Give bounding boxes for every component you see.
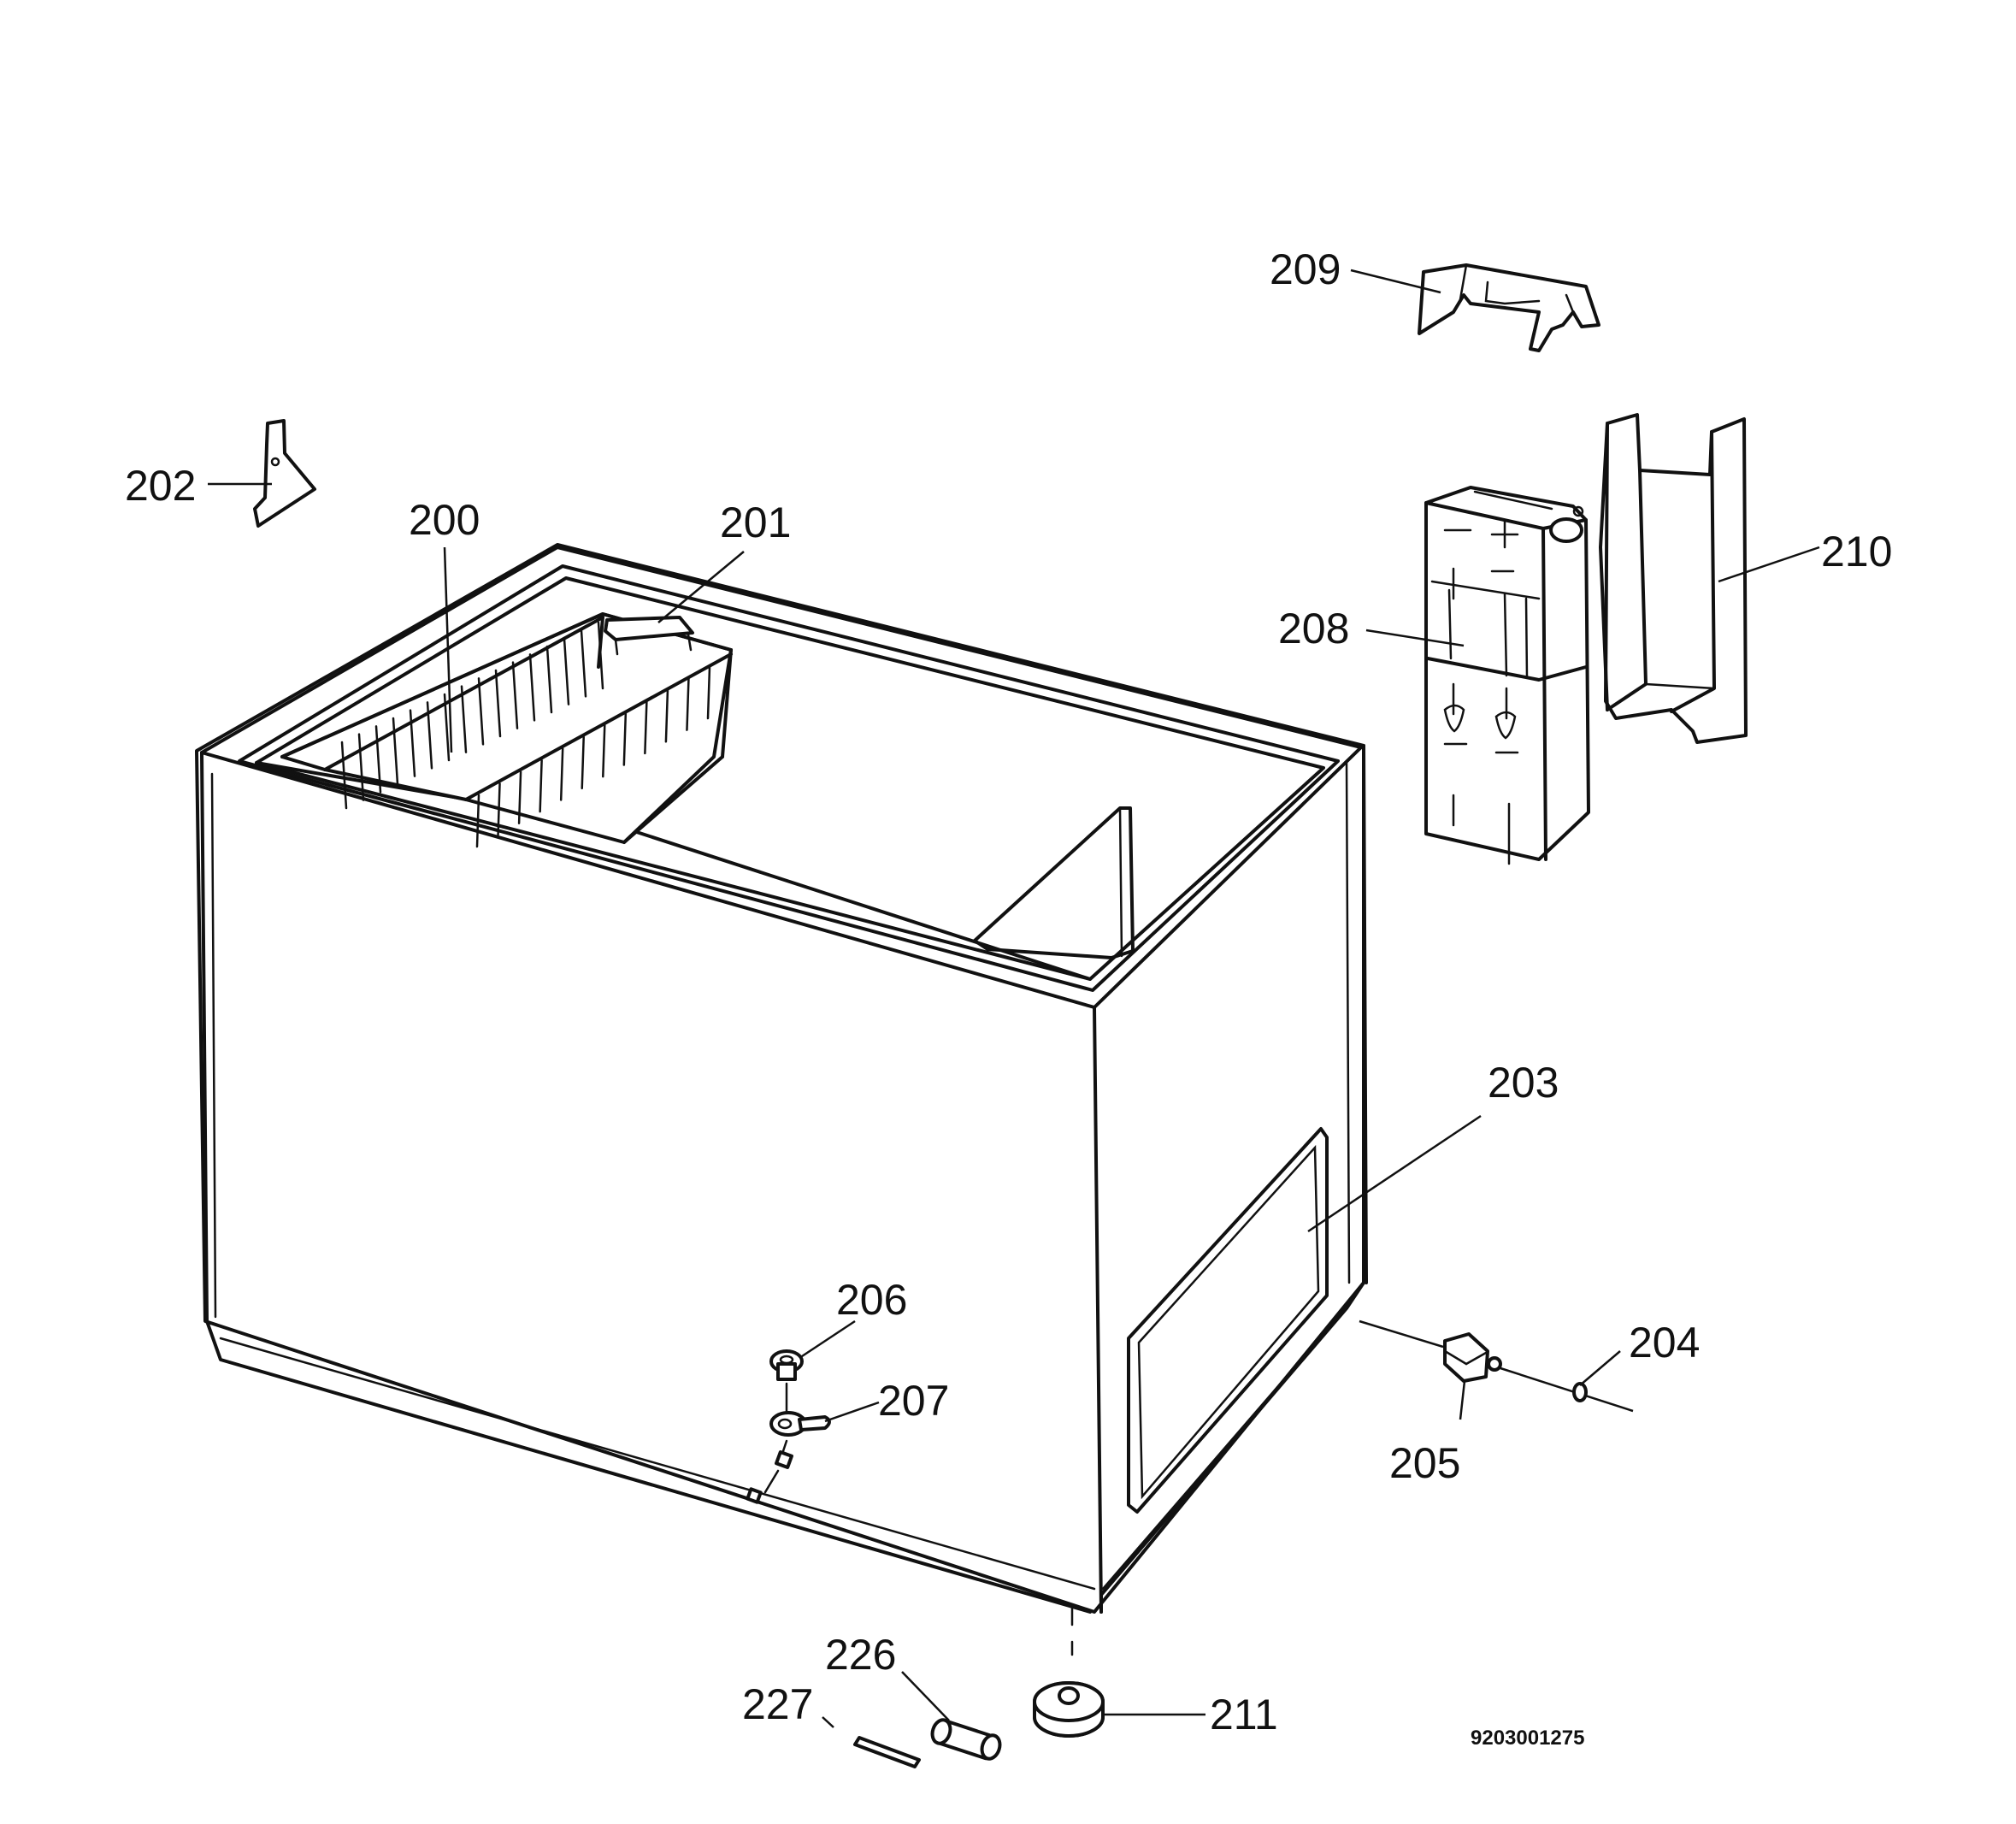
basket-wire — [706, 665, 711, 720]
callout-209: 209 — [1270, 245, 1341, 293]
basket-wire — [426, 701, 433, 770]
part-202-bracket — [253, 419, 316, 528]
callout-204: 204 — [1629, 1319, 1700, 1367]
basket-wire — [494, 669, 502, 738]
leader-lines — [208, 269, 1820, 1728]
callout-226: 226 — [825, 1631, 896, 1679]
part-226-roller — [930, 1718, 1002, 1761]
basket-wire — [622, 712, 628, 766]
basket-wire — [475, 794, 480, 848]
basket-wire — [686, 677, 690, 731]
part-209-cover — [1418, 263, 1600, 352]
part-227-pin — [853, 1736, 921, 1768]
basket-wire — [644, 700, 648, 755]
basket-wire — [443, 693, 451, 762]
basket-wire — [664, 689, 669, 743]
callout-208: 208 — [1278, 605, 1349, 652]
part-206-nut — [769, 1349, 804, 1381]
callout-206: 206 — [836, 1276, 907, 1324]
basket-wire — [460, 685, 468, 753]
basket-wire — [581, 735, 585, 790]
callout-207: 207 — [878, 1377, 949, 1425]
basket-wire — [374, 725, 382, 794]
basket-wire — [559, 747, 564, 801]
basket-wire — [563, 637, 570, 705]
part-210-channel-cover — [1599, 413, 1748, 744]
part-204-screw — [1500, 1367, 1634, 1413]
basket-wire — [539, 759, 543, 813]
basket-wire — [528, 653, 536, 722]
callout-210: 210 — [1821, 528, 1892, 576]
callout-201: 201 — [720, 499, 791, 546]
part-207-washer — [746, 1382, 831, 1504]
basket-wire — [392, 717, 399, 786]
basket-wire — [340, 741, 348, 810]
basket-wire — [357, 733, 365, 801]
basket-wire — [511, 661, 519, 729]
basket-wire — [517, 770, 522, 824]
part-211-foot — [1033, 1606, 1105, 1738]
callout-227: 227 — [742, 1680, 813, 1728]
basket-wire — [602, 723, 606, 778]
basket-wire — [597, 621, 604, 690]
part-208-control-box — [1424, 486, 1590, 865]
basket-wire — [497, 782, 501, 836]
basket-wire — [580, 629, 587, 698]
basket-wire — [409, 709, 416, 777]
callout-211: 211 — [1210, 1691, 1278, 1738]
callout-203: 203 — [1488, 1059, 1559, 1107]
drawing-code: 9203001275 — [1471, 1727, 1584, 1750]
callout-202: 202 — [125, 462, 196, 510]
callout-200: 200 — [409, 496, 480, 544]
basket-clip-201 — [604, 616, 694, 656]
callout-205: 205 — [1389, 1439, 1460, 1487]
basket-200 — [280, 612, 733, 848]
basket-wire — [477, 677, 485, 746]
freezer-cabinet — [195, 543, 1368, 1614]
basket-wire — [545, 645, 553, 714]
part-205-socket — [1359, 1319, 1502, 1383]
